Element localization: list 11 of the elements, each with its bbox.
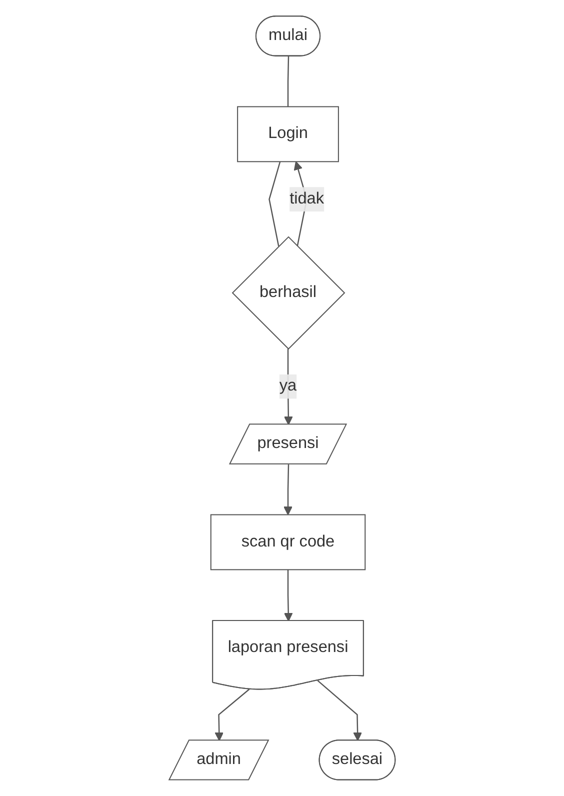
edge-label: ya (279, 377, 296, 395)
arrow (283, 464, 292, 516)
connector (287, 56, 289, 107)
node-diamond: berhasil (232, 236, 346, 350)
node-box: scan qr code (210, 514, 366, 570)
arrow (317, 680, 362, 742)
node-box: Login (236, 106, 339, 162)
arrow (284, 570, 293, 622)
connector (268, 162, 281, 246)
arrow (214, 688, 250, 742)
edge-label: tidak (289, 190, 324, 208)
